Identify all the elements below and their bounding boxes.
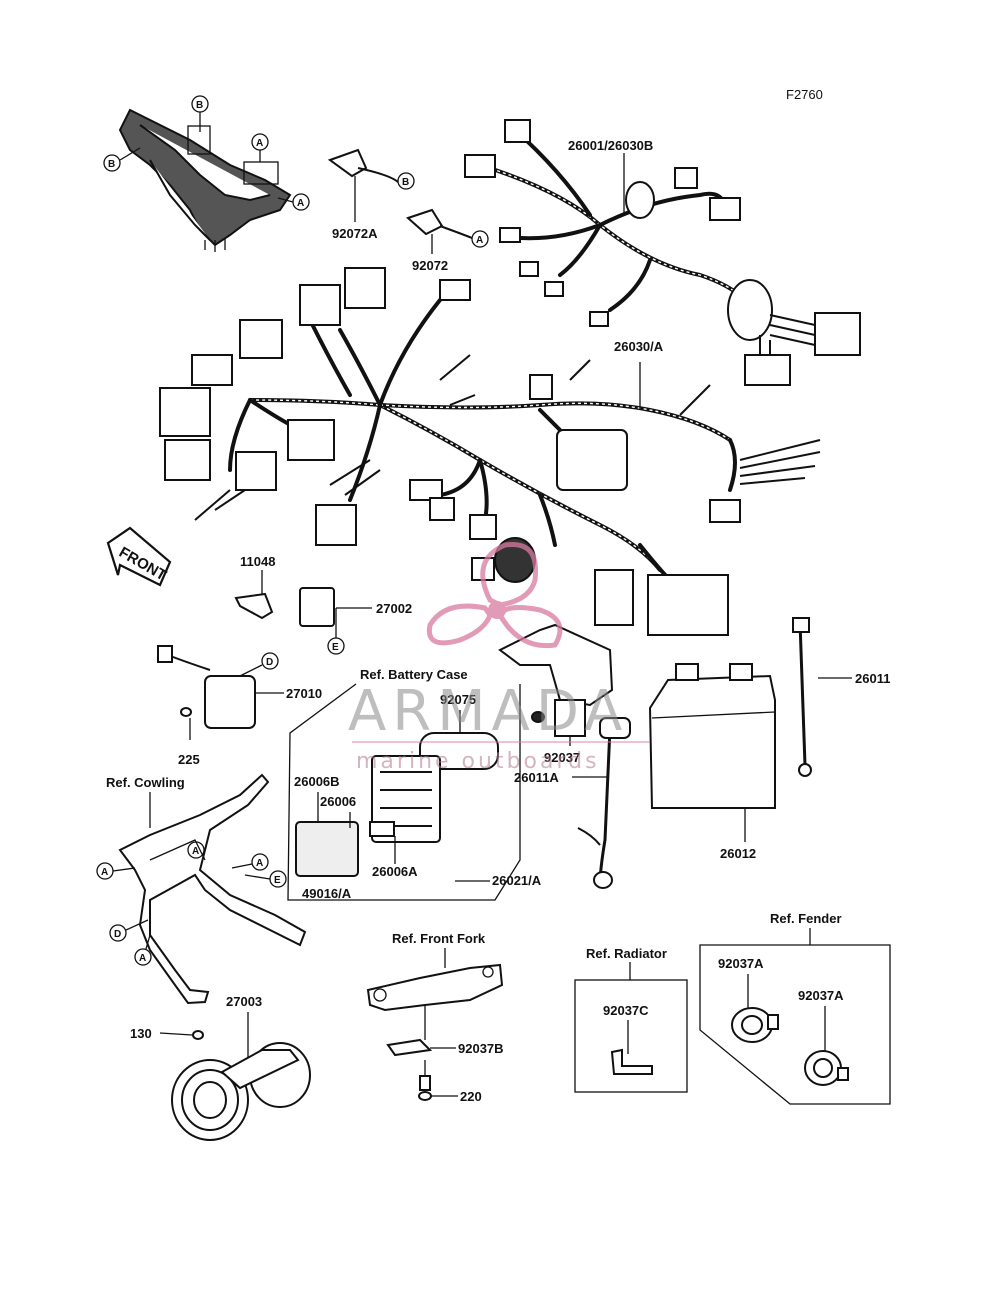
label-26006a: 26006A: [372, 864, 418, 879]
battery-bracket: 92037: [498, 623, 614, 765]
armada-watermark: ARMADA marine outboards: [348, 541, 650, 774]
label-92037c: 92037C: [603, 1003, 649, 1018]
part-11048: 11048: [234, 554, 275, 620]
propeller-logo: [426, 541, 563, 649]
upper-frame-bracket: B B A A: [103, 95, 310, 252]
label-49016a: 49016/A: [302, 886, 352, 901]
label-220: 220: [460, 1089, 482, 1104]
figure-code: F2760: [786, 87, 823, 102]
sub-harness-26001: 26001/26030B: [464, 119, 861, 386]
label-11048: 11048: [240, 554, 275, 569]
watermark-tagline: marine outboards: [356, 749, 600, 774]
unit-27010: D 27010 225: [157, 645, 322, 767]
callout-a: A: [297, 198, 304, 209]
callout-a: A: [476, 235, 483, 246]
horn-27003: 27003 130: [130, 994, 311, 1141]
callout-d: D: [114, 929, 121, 940]
label-92075: 92075: [440, 692, 476, 707]
label-26030a: 26030/A: [614, 339, 664, 354]
cowling-bracket: Ref. Cowling A A A E D A: [96, 773, 307, 1005]
label-ref-front-fork: Ref. Front Fork: [392, 931, 486, 946]
callout-b: B: [108, 159, 115, 170]
callout-a: A: [256, 858, 263, 869]
clamp-92072a: B 92072A: [327, 148, 415, 241]
label-92037a-1: 92037A: [718, 956, 764, 971]
label-27002: 27002: [376, 601, 412, 616]
callout-a: A: [256, 138, 263, 149]
front-fork-bracket: Ref. Front Fork 92037B 220: [366, 931, 504, 1104]
main-harness-26030a: 26030/A: [159, 267, 821, 636]
label-26011: 26011: [855, 671, 890, 686]
label-27003: 27003: [226, 994, 262, 1009]
radiator-clamp-box: Ref. Radiator 92037C: [574, 946, 688, 1093]
callout-d: D: [266, 657, 273, 668]
callout-a: A: [139, 953, 146, 964]
callout-a: A: [101, 867, 108, 878]
cable-26011: 26011: [792, 617, 890, 777]
label-26012: 26012: [720, 846, 756, 861]
cable-26011a: 26011A: [514, 717, 631, 889]
label-26006: 26006: [320, 794, 356, 809]
fuse-box-group-26021a: Ref. Battery Case 92075 26006B 26006 260…: [287, 667, 542, 901]
label-26001-26030b: 26001/26030B: [568, 138, 653, 153]
callout-e: E: [332, 642, 339, 653]
callout-b: B: [196, 100, 203, 111]
label-26006b: 26006B: [294, 774, 340, 789]
label-ref-cowling: Ref. Cowling: [106, 775, 185, 790]
label-130: 130: [130, 1026, 152, 1041]
label-92037a-2: 92037A: [798, 988, 844, 1003]
clamp-92072: A 92072: [406, 208, 489, 273]
label-92072a: 92072A: [332, 226, 378, 241]
label-ref-radiator: Ref. Radiator: [586, 946, 667, 961]
label-27010: 27010: [286, 686, 322, 701]
label-92037: 92037: [544, 750, 580, 765]
watermark-brand: ARMADA: [348, 679, 628, 744]
label-92072: 92072: [412, 258, 448, 273]
callout-a: A: [192, 846, 199, 857]
callout-e: E: [274, 875, 281, 886]
label-ref-battery-case: Ref. Battery Case: [360, 667, 468, 682]
label-26021a: 26021/A: [492, 873, 542, 888]
battery-26012: 26012: [648, 663, 776, 861]
front-direction-arrow: FRONT: [106, 526, 172, 587]
fender-clamp-box: Ref. Fender 92037A 92037A: [699, 911, 891, 1105]
label-26011a: 26011A: [514, 770, 559, 785]
label-ref-fender: Ref. Fender: [770, 911, 842, 926]
label-225: 225: [178, 752, 200, 767]
relay-27002: E 27002: [299, 587, 412, 655]
callout-b: B: [402, 177, 409, 188]
label-92037b: 92037B: [458, 1041, 504, 1056]
